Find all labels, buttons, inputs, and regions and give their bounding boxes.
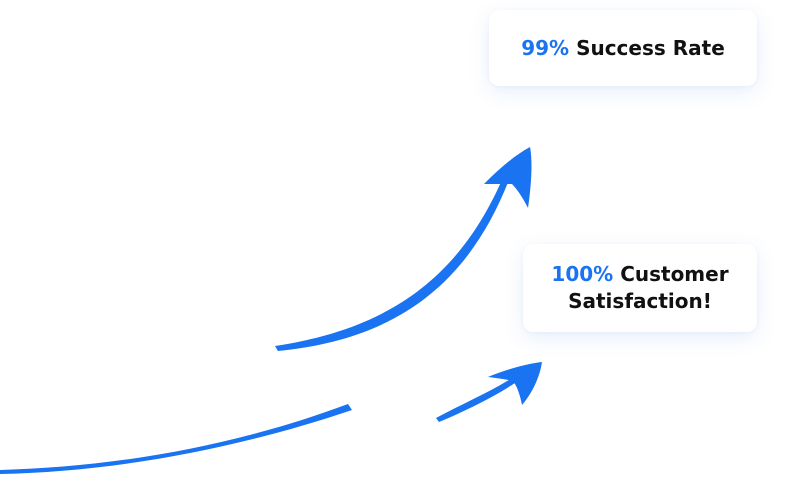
customer-satisfaction-value: 100% (551, 262, 614, 286)
success-rate-card: 99% Success Rate (489, 10, 757, 86)
success-rate-value: 99% (521, 35, 570, 60)
customer-satisfaction-label-1: Customer (620, 262, 729, 286)
customer-satisfaction-card: 100% Customer Satisfaction! (523, 244, 757, 332)
curved-arrow-icon (436, 362, 542, 422)
success-rate-label: Success Rate (576, 35, 725, 60)
upward-arrow-icon (275, 147, 532, 351)
customer-satisfaction-line-1: 100% Customer (551, 261, 728, 288)
swoosh-stroke-icon (0, 404, 352, 474)
customer-satisfaction-label-2: Satisfaction! (568, 289, 712, 313)
